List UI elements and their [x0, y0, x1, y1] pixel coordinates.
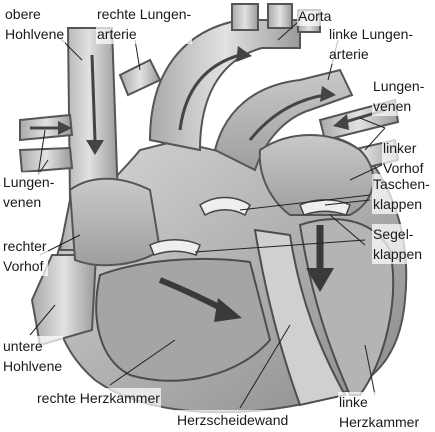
label-segelklappen: Segel- klappen: [372, 224, 423, 264]
right-atrium: [70, 179, 160, 265]
label-obere-hohlvene: obere Hohlvene: [4, 4, 65, 44]
pulmonary-artery-right: [120, 60, 160, 95]
label-rechte-lungenarterie: rechte Lungen- arterie: [96, 4, 192, 44]
label-lungenvenen-links: Lungen- venen: [2, 172, 55, 212]
aorta-branch-2: [268, 4, 292, 28]
label-herzscheidewand: Herzscheidewand: [176, 410, 289, 430]
label-taschenklappen: Taschen- klappen: [372, 174, 431, 214]
label-linker-vorhof: linker Vorhof: [382, 138, 424, 178]
label-untere-hohlvene: untere Hohlvene: [2, 336, 63, 376]
label-rechter-vorhof: rechter Vorhof: [2, 236, 48, 276]
label-linke-herzkammer: linke Herzkammer: [338, 392, 420, 432]
aorta-branch-1: [232, 4, 258, 30]
label-linke-lungenarterie: linke Lungen- arterie: [328, 24, 414, 64]
pulmonary-vein-right-2: [20, 148, 72, 172]
label-rechte-herzkammer: rechte Herzkammer: [36, 388, 161, 408]
label-lungenvenen-rechts: Lungen- venen: [372, 76, 425, 116]
label-aorta: Aorta: [297, 6, 332, 26]
right-ventricle: [96, 259, 270, 381]
